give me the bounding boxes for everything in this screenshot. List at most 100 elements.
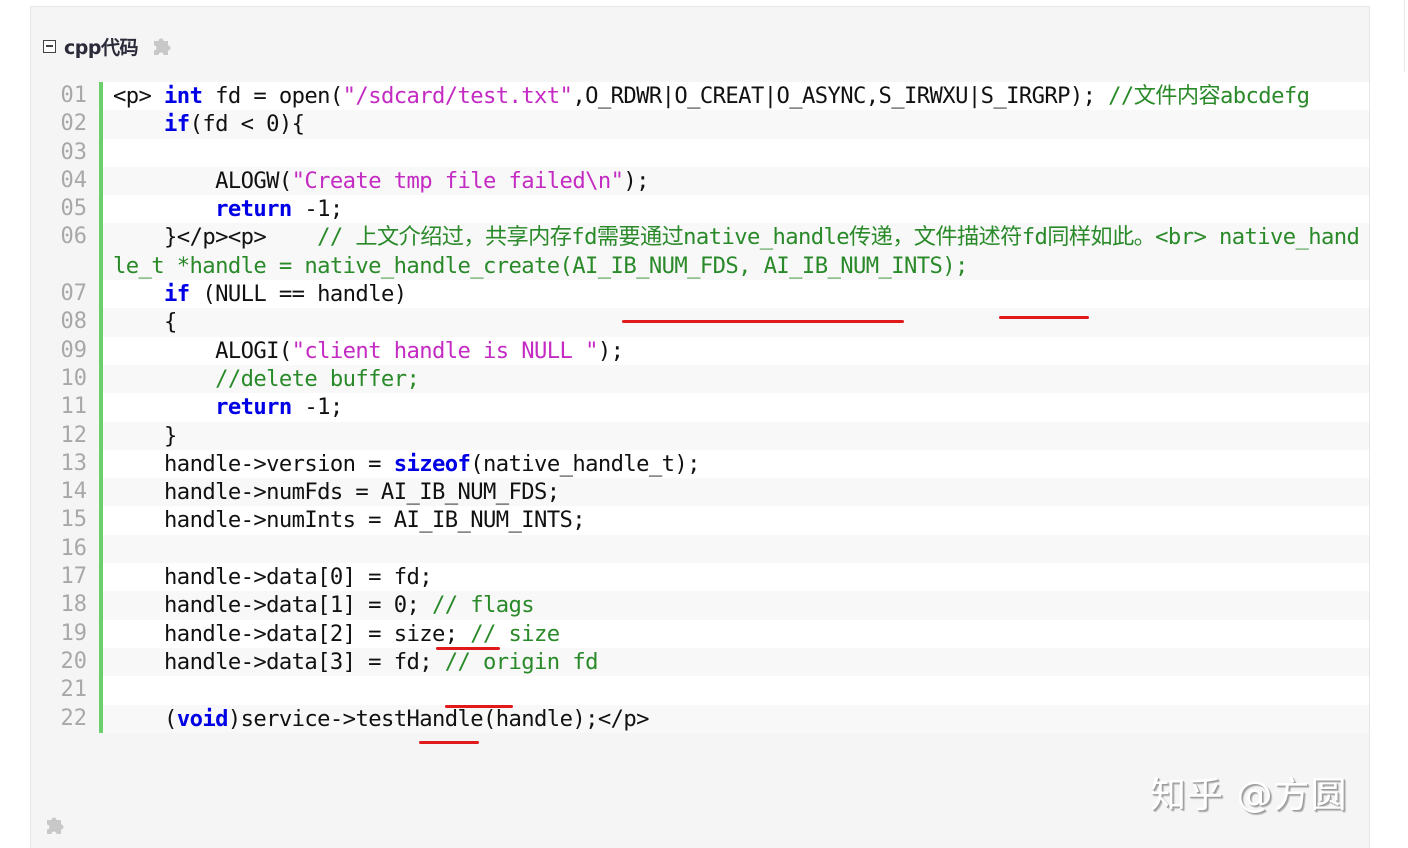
code-token: (NULL == handle) [189, 281, 407, 308]
red-underline-annotation [436, 647, 500, 650]
code-line: 16 [31, 534, 1369, 564]
code-line: 03 [31, 138, 1369, 167]
code-block-header: cpp代码 [43, 31, 174, 61]
red-underline-annotation [999, 316, 1089, 319]
string-token: "Create tmp file failed\n" [291, 167, 624, 194]
line-source: ALOGW("Create tmp file failed\n"); [103, 167, 1369, 195]
keyword-token: if [164, 111, 190, 138]
code-token: (native_handle_t); [470, 450, 700, 477]
line-number: 20 [31, 647, 103, 677]
keyword-token: return [215, 394, 292, 421]
line-number: 11 [31, 393, 103, 422]
keyword-token: void [176, 705, 229, 732]
code-listing: 01<p> int fd = open("/sdcard/test.txt",O… [31, 82, 1369, 733]
code-line: 14 handle->numFds = AI_IB_NUM_FDS; [31, 478, 1369, 507]
line-source: (void)service->testHandle(handle);</p> [103, 705, 1369, 733]
line-number: 15 [31, 506, 103, 535]
line-number: 08 [31, 308, 103, 337]
line-source: handle->numFds = AI_IB_NUM_FDS; [103, 478, 1369, 506]
code-line: 18 handle->data[1] = 0; // flags [31, 591, 1369, 620]
line-source: handle->data[0] = fd; [103, 563, 1369, 591]
comment-token: // size [470, 620, 560, 647]
code-line: 20 handle->data[3] = fd; // origin fd [31, 647, 1369, 677]
code-token: handle->data[0] = fd; [113, 564, 433, 591]
line-number: 12 [31, 421, 103, 450]
code-token: ,O_RDWR|O_CREAT|O_ASYNC,S_IRWXU|S_IRGRP)… [572, 83, 1109, 109]
line-number: 17 [31, 563, 103, 592]
code-line: 11 return -1; [31, 393, 1369, 422]
code-token: }</p><p> [113, 224, 318, 251]
string-token: "/sdcard/test.txt" [342, 83, 573, 109]
line-source: if(fd < 0){ [103, 110, 1369, 138]
code-token: (fd < 0){ [189, 111, 305, 138]
code-token: handle->version = [113, 450, 394, 477]
line-source: ALOGI("client handle is NULL "); [103, 337, 1369, 365]
line-number: 06 [31, 223, 103, 281]
code-line: 17 handle->data[0] = fd; [31, 563, 1369, 592]
code-token: )service->testHandle(handle);</p> [227, 705, 650, 732]
code-token [113, 677, 126, 703]
code-token: <p> [113, 83, 165, 109]
line-source: return -1; [103, 393, 1369, 421]
code-token: ); [623, 167, 649, 194]
code-token: handle->numInts = AI_IB_NUM_INTS; [113, 507, 586, 534]
code-line: 22 (void)service->testHandle(handle);</p… [31, 704, 1369, 733]
code-token [113, 281, 164, 307]
puzzle-piece-icon[interactable] [150, 34, 174, 58]
code-language-label: cpp代码 [64, 36, 138, 59]
code-token: handle->numFds = AI_IB_NUM_FDS; [113, 479, 560, 506]
code-token: } [113, 422, 177, 449]
code-token: { [113, 309, 177, 336]
code-line: 07 if (NULL == handle) [31, 280, 1369, 309]
line-number: 07 [31, 280, 103, 309]
keyword-token: if [164, 281, 190, 308]
line-source: } [103, 422, 1369, 450]
code-line: 19 handle->data[2] = size; // size [31, 619, 1369, 648]
code-line: 12 } [31, 421, 1369, 450]
comment-token: // flags [431, 592, 535, 619]
code-block-panel: cpp代码 01<p> int fd = open("/sdcard/test.… [30, 6, 1370, 848]
puzzle-piece-icon[interactable] [43, 813, 67, 837]
keyword-token: sizeof [393, 450, 471, 477]
line-source: }</p><p> // 上文介绍过，共享内存fd需要通过native_handl… [103, 223, 1369, 280]
line-number: 10 [31, 364, 103, 394]
code-line: 21 [31, 676, 1369, 705]
line-number: 22 [31, 704, 103, 733]
code-token: -1; [291, 394, 343, 421]
line-source: handle->data[1] = 0; // flags [103, 591, 1369, 619]
red-underline-annotation [445, 705, 513, 708]
collapse-minus-icon[interactable] [43, 39, 56, 53]
line-source [103, 139, 1369, 167]
keyword-token: return [215, 196, 292, 223]
line-source: return -1; [103, 195, 1369, 223]
line-source: handle->data[3] = fd; // origin fd [103, 648, 1369, 676]
code-line: 02 if(fd < 0){ [31, 110, 1369, 139]
line-source: if (NULL == handle) [103, 280, 1369, 308]
line-number: 05 [31, 195, 103, 224]
code-token [113, 196, 215, 222]
code-line: 15 handle->numInts = AI_IB_NUM_INTS; [31, 506, 1369, 535]
code-token: handle->data[3] = fd; [113, 648, 445, 675]
code-token: ALOGW( [113, 167, 292, 194]
line-source: handle->version = sizeof(native_handle_t… [103, 450, 1369, 478]
code-token [113, 394, 215, 420]
red-underline-annotation [622, 320, 904, 323]
line-number: 19 [31, 619, 103, 648]
line-source: handle->numInts = AI_IB_NUM_INTS; [103, 506, 1369, 534]
comment-token: // origin fd [444, 648, 599, 675]
page-edge [1404, 0, 1405, 72]
line-number: 03 [31, 138, 103, 167]
line-number: 13 [31, 449, 103, 479]
string-token: "client handle is NULL " [291, 337, 599, 364]
code-token [113, 140, 126, 166]
code-token: ALOGI( [113, 337, 292, 364]
line-source: //delete buffer; [103, 365, 1369, 393]
code-token: -1; [291, 196, 343, 223]
line-number: 02 [31, 110, 103, 139]
line-source [103, 676, 1369, 704]
comment-token: //文件内容abcdefg [1108, 83, 1310, 109]
code-line: 09 ALOGI("client handle is NULL "); [31, 336, 1369, 365]
code-line: 05 return -1; [31, 195, 1369, 224]
code-line: 06 }</p><p> // 上文介绍过，共享内存fd需要通过native_ha… [31, 223, 1369, 281]
line-source [103, 535, 1369, 563]
